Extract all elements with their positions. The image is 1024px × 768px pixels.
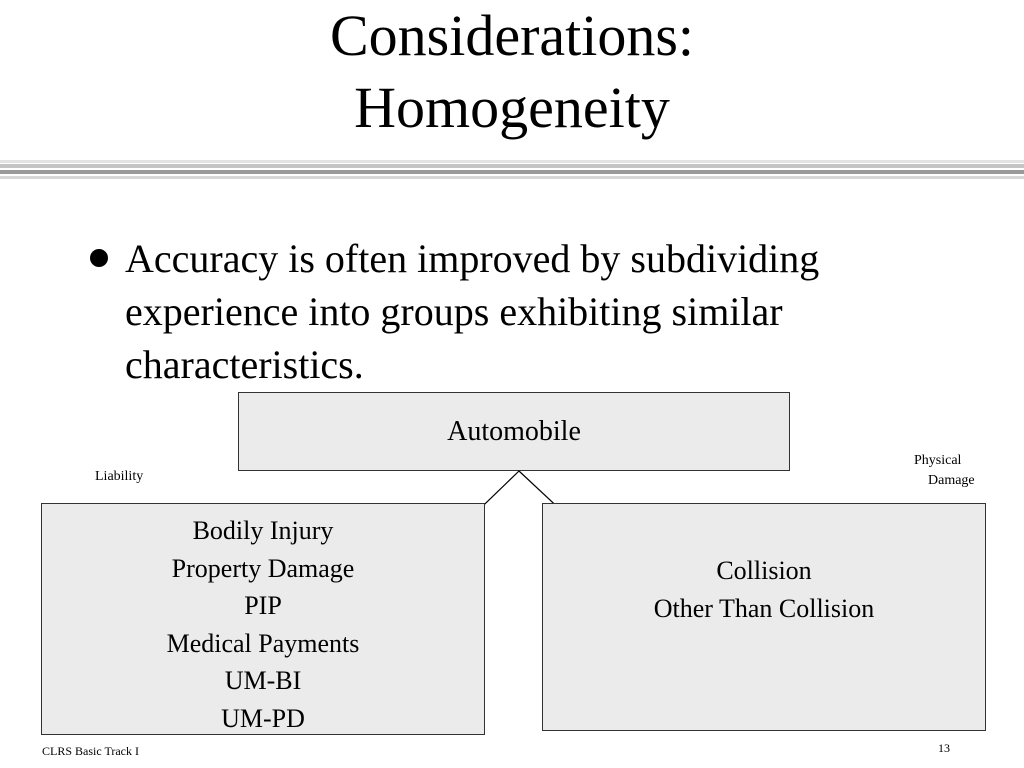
coverage-item: UM-PD (221, 703, 305, 733)
coverage-item: Property Damage (171, 553, 355, 583)
physical-damage-label-line-1: Physical (914, 453, 962, 468)
slide-title-line-1: Considerations: (329, 3, 695, 68)
liability-label: Liability (95, 469, 144, 484)
coverage-item: UM-BI (224, 666, 302, 695)
coverage-item: Collision (716, 556, 812, 585)
liability-coverages-box: Bodily Injury Property Damage PIP Medica… (41, 503, 485, 735)
physical-damage-coverages-box: Collision Other Than Collision (542, 503, 986, 731)
footer-course-name: CLRS Basic Track I (42, 744, 140, 758)
slide-title: Considerations: Homogeneity (0, 0, 1024, 144)
divider-stripe (0, 170, 1024, 174)
bullet-dot-icon (90, 249, 108, 267)
bullet-text: Accuracy is often improved by subdividin… (125, 236, 820, 387)
coverage-item: Bodily Injury (192, 516, 334, 545)
coverage-item: PIP (244, 591, 282, 620)
title-divider (0, 160, 1024, 182)
slide-page-number: 13 (938, 741, 950, 755)
divider-stripe (0, 176, 1024, 179)
divider-stripe (0, 164, 1024, 168)
automobile-box: Automobile (238, 392, 790, 471)
divider-stripe (0, 160, 1024, 163)
physical-damage-label-line-2: Damage (928, 473, 975, 488)
slide-title-line-2: Homogeneity (354, 75, 670, 140)
coverage-item: Other Than Collision (653, 593, 875, 623)
coverage-item: Medical Payments (166, 628, 360, 658)
